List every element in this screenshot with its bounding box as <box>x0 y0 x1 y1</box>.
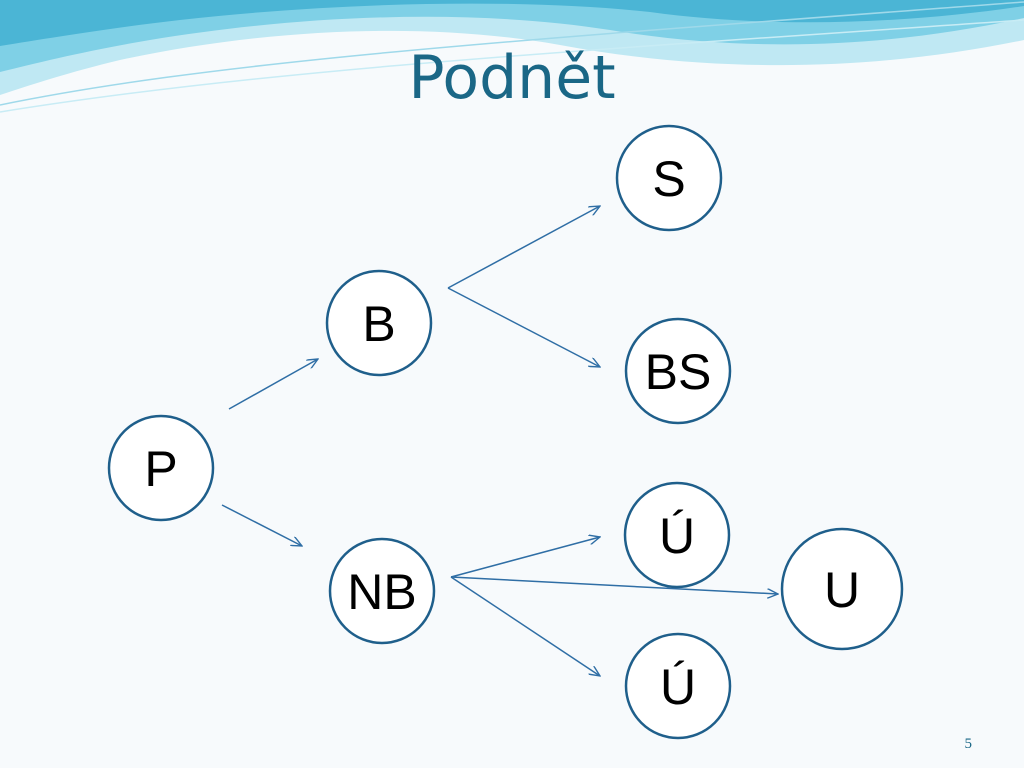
node-circle <box>615 124 723 232</box>
node-label: Ú <box>660 659 696 715</box>
edge-p-to-nb <box>221 504 302 546</box>
node-circle <box>624 632 732 740</box>
edge-b-to-bs <box>447 287 600 367</box>
node-label: U <box>824 562 860 618</box>
node-circle <box>624 317 732 425</box>
node-circle <box>107 414 215 522</box>
edge-nb-to-u2 <box>450 576 600 676</box>
header-wave-decoration <box>0 0 1024 113</box>
node-label: BS <box>645 344 712 400</box>
edge-nb-to-u <box>450 576 778 594</box>
node-label: P <box>144 441 177 497</box>
node-circle <box>780 527 904 651</box>
node-u1: Ú <box>623 481 731 589</box>
node-u: U <box>780 527 904 651</box>
node-u2: Ú <box>624 632 732 740</box>
edge-p-to-b <box>228 359 318 410</box>
node-label: S <box>652 151 685 207</box>
wave-dark <box>0 0 1024 46</box>
node-s: S <box>615 124 723 232</box>
node-label: Ú <box>659 508 695 564</box>
node-circle <box>325 269 433 377</box>
wave-line <box>0 19 1024 113</box>
node-b: B <box>325 269 433 377</box>
node-label: B <box>362 296 395 352</box>
node-label: NB <box>347 564 416 620</box>
page-number: 5 <box>964 736 973 752</box>
node-circle <box>328 537 436 645</box>
node-nb: NB <box>328 537 436 645</box>
node-circle <box>623 481 731 589</box>
edge-b-to-s <box>447 206 600 289</box>
node-bs: BS <box>624 317 732 425</box>
page-title: Podnět <box>408 43 616 113</box>
node-p: P <box>107 414 215 522</box>
wave-line <box>0 1 1024 106</box>
edge-nb-to-u1 <box>450 537 600 578</box>
